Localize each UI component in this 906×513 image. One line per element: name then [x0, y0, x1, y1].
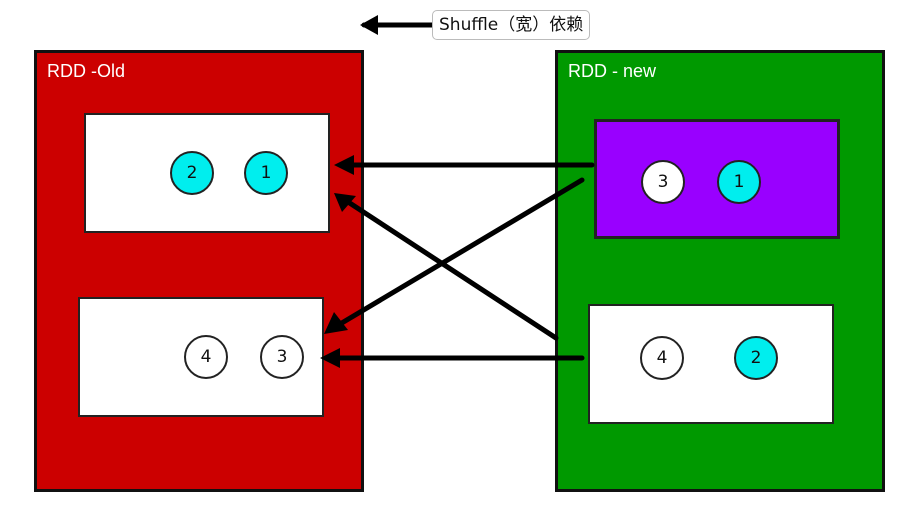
rdd-old-title: RDD -Old	[47, 61, 126, 81]
rdd-new-partition-1: 3 1	[594, 119, 840, 239]
rdd-new-partition-2: 4 2	[588, 304, 834, 424]
legend-arrow	[360, 15, 435, 35]
partition-item: 1	[244, 151, 288, 195]
partition-item: 1	[717, 160, 761, 204]
partition-item: 3	[641, 160, 685, 204]
arrow-new1-to-old2	[327, 177, 585, 333]
partition-item: 3	[260, 335, 304, 379]
legend-label: Shuffle（宽）依赖	[432, 10, 591, 40]
rdd-old-partition-1: 2 1	[84, 113, 330, 233]
partition-item: 2	[170, 151, 214, 195]
partition-item: 4	[184, 335, 228, 379]
partition-item: 2	[734, 336, 778, 380]
rdd-new-panel: RDD - new	[555, 50, 885, 492]
arrow-new2-to-old1	[339, 195, 559, 341]
partition-item: 4	[640, 336, 684, 380]
rdd-new-title: RDD - new	[568, 61, 657, 81]
rdd-old-partition-2: 4 3	[78, 297, 324, 417]
